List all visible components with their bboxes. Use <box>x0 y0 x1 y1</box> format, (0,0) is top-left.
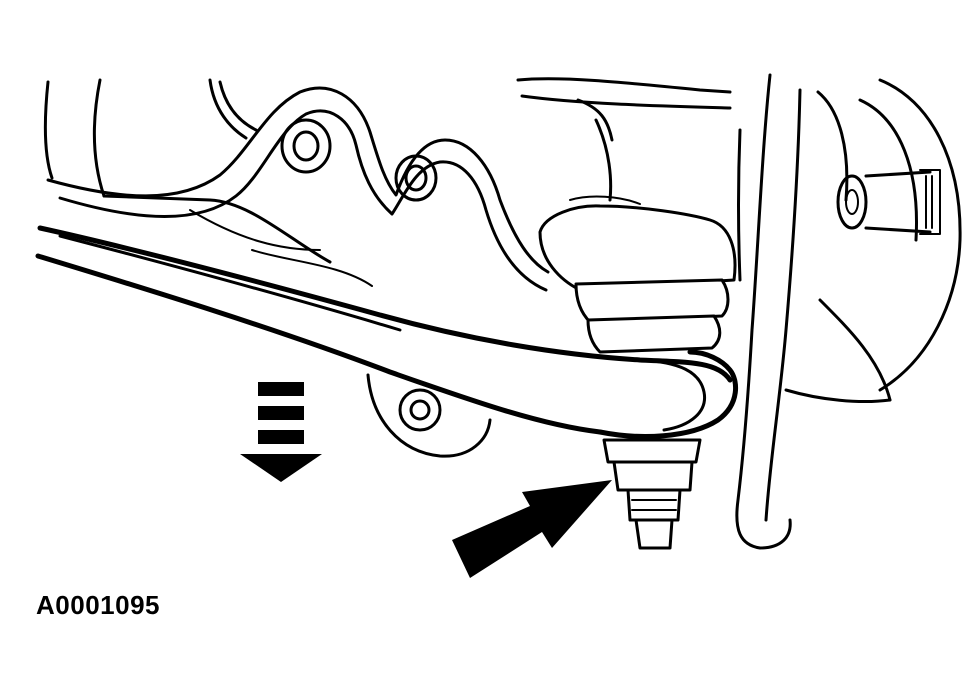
arm-mount-bracket <box>46 86 550 292</box>
hub-assembly <box>784 78 962 404</box>
lower-control-arm <box>35 225 739 458</box>
figure-id-label: A0001095 <box>36 590 160 620</box>
ball-joint-assembly <box>516 77 737 550</box>
callout-arrow-icon <box>452 480 612 578</box>
knuckle-strut <box>735 73 849 550</box>
dashed-down-arrow-icon <box>240 382 322 482</box>
vehicle-frame-background <box>43 78 332 264</box>
